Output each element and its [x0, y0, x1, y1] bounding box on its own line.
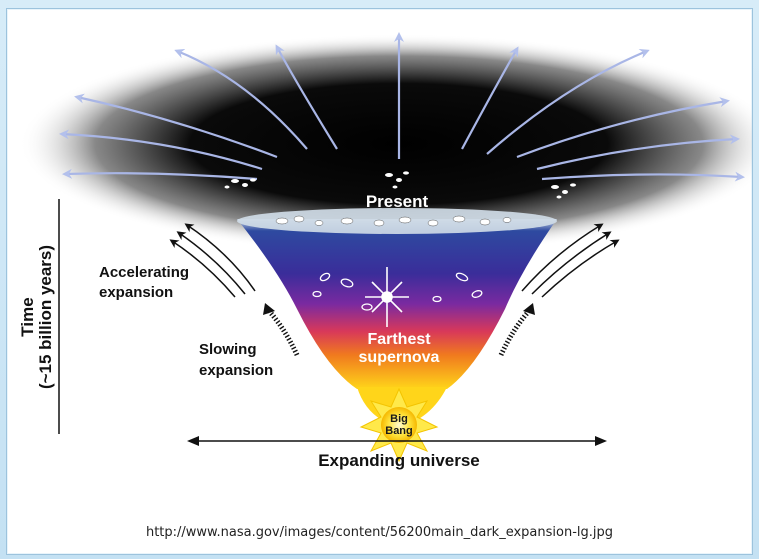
slowing-arrows-left — [267, 309, 300, 357]
funnel-galaxies — [312, 272, 483, 311]
label-time-line2: (~15 billion years) — [36, 245, 55, 389]
halo-galaxies — [224, 171, 576, 199]
supernova-star — [365, 267, 409, 327]
expansion-rays — [59, 32, 745, 182]
label-slowing-line2: expansion — [199, 362, 273, 379]
funnel — [237, 219, 557, 389]
universe-expansion-diagram: Present Farthest supernova Big Bang — [18, 32, 752, 470]
present-rim — [237, 208, 557, 234]
accelerating-arrows-left — [169, 223, 256, 298]
big-bang-burst — [359, 387, 439, 463]
label-present: Present — [366, 192, 429, 211]
label-big-line1: Big — [390, 413, 408, 425]
accelerating-arrows-right — [521, 223, 620, 298]
source-url: http://www.nasa.gov/images/content/56200… — [145, 525, 614, 540]
dark-halo — [19, 34, 752, 254]
label-time-line1: Time — [18, 297, 37, 336]
label-farthest-line1: Farthest — [367, 331, 431, 348]
present-galaxies — [275, 215, 512, 227]
label-expanding-universe: Expanding universe — [318, 451, 480, 470]
label-farthest-line2: supernova — [359, 349, 440, 366]
label-big-line2: Bang — [385, 425, 413, 437]
slowing-arrows-right — [498, 309, 531, 357]
image-frame: Present Farthest supernova Big Bang — [6, 8, 753, 555]
label-slowing-line1: Slowing — [199, 341, 257, 358]
label-accelerating-line2: expansion — [99, 284, 173, 301]
label-accelerating-line1: Accelerating — [99, 264, 189, 281]
